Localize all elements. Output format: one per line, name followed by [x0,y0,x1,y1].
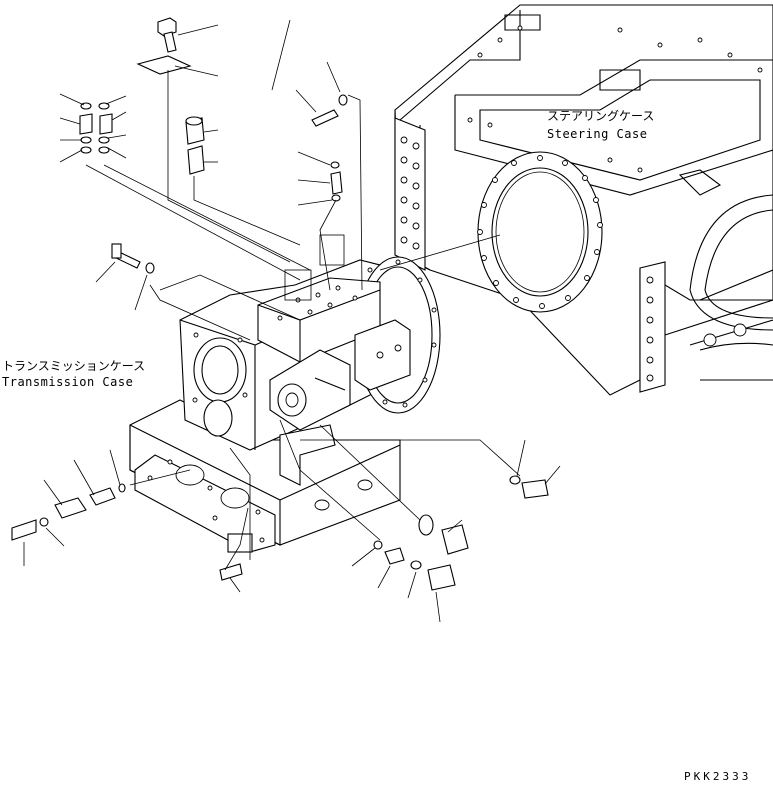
steering-case-label-en: Steering Case [547,127,648,141]
hardware-parts [11,17,549,591]
transmission-case-label-en: Transmission Case [2,375,134,389]
drawing-number: PKK2333 [684,770,752,783]
steering-case-label-jp: ステアリングケース [547,109,655,123]
transmission-case-label-jp: トランスミッションケース [2,359,146,373]
steering-case-drawing [394,4,773,396]
bore-bolt-holes [477,155,603,309]
leader-lines [23,19,561,623]
transmission-case-drawing [129,256,441,553]
